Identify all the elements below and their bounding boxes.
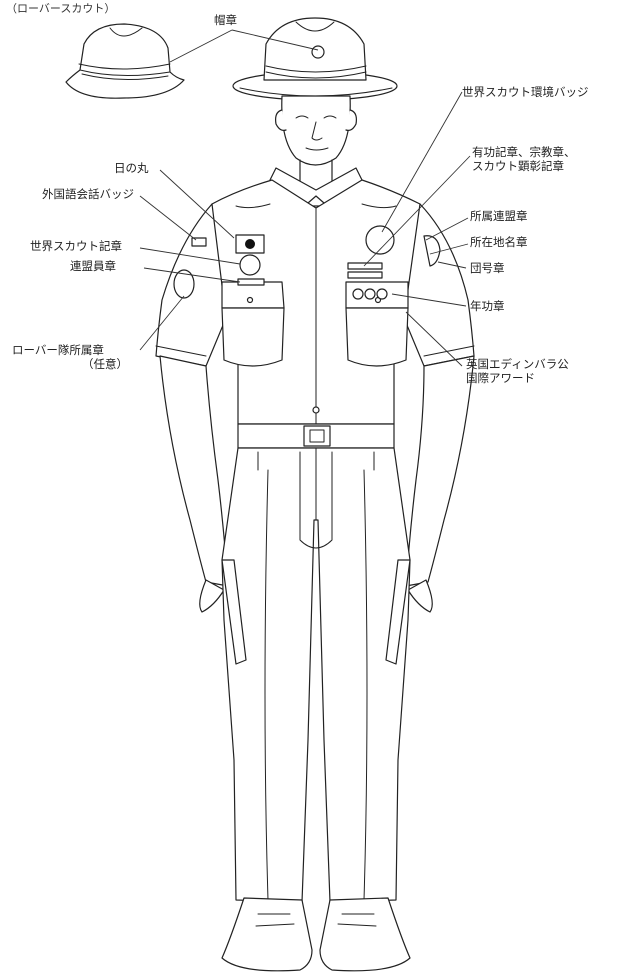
hat-on-figure bbox=[232, 17, 398, 101]
label-merit-badges-1: 有功記章、宗教章、 bbox=[472, 145, 576, 159]
shirt bbox=[155, 167, 475, 425]
label-cap-badge: 帽章 bbox=[214, 13, 237, 27]
label-rover-crest-1: ローバー隊所属章 bbox=[12, 343, 104, 357]
hat-detail bbox=[65, 23, 185, 99]
label-rover-crest-2: （任意） bbox=[82, 357, 128, 371]
leader-lines bbox=[139, 29, 471, 367]
trousers bbox=[221, 423, 411, 903]
label-location-badge: 所在地名章 bbox=[470, 235, 528, 249]
label-federation-badge: 連盟員章 bbox=[70, 259, 116, 273]
arms bbox=[159, 355, 475, 613]
label-hinomaru: 日の丸 bbox=[114, 161, 149, 175]
label-world-env-badge: 世界スカウト環境バッジ bbox=[462, 85, 589, 99]
label-service-stars: 年功章 bbox=[470, 299, 505, 313]
label-merit-badges-2: スカウト顕彰記章 bbox=[472, 159, 564, 173]
label-world-scout-badge: 世界スカウト記章 bbox=[30, 239, 122, 253]
label-edinburgh-1: 英国エディンバラ公 bbox=[466, 357, 569, 371]
label-troop-number: 団号章 bbox=[470, 261, 505, 275]
label-foreign-lang-badge: 外国語会話バッジ bbox=[42, 187, 134, 201]
head bbox=[275, 95, 357, 183]
label-council-badge: 所属連盟章 bbox=[470, 209, 528, 223]
world-scout-patch bbox=[239, 254, 261, 276]
env-patch bbox=[365, 225, 395, 255]
caption: （ローバースカウト） bbox=[6, 2, 116, 15]
label-edinburgh-2: 国際アワード bbox=[466, 371, 535, 385]
shoes bbox=[221, 897, 411, 972]
